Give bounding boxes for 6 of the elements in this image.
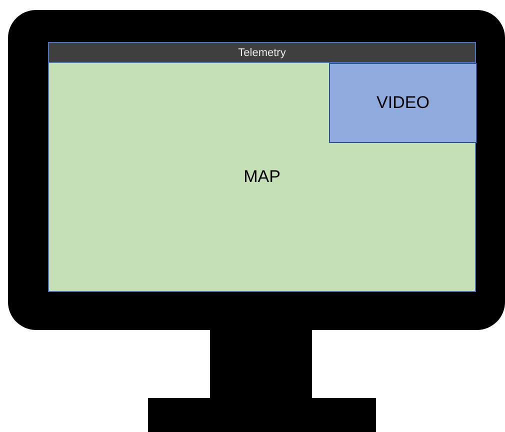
panel-label: MAP (244, 167, 280, 187)
title-bar (48, 42, 476, 63)
panel-label: VIDEO (376, 93, 430, 113)
video-panel (329, 63, 477, 143)
map-panel (48, 62, 476, 292)
panel-label: Telemetry (238, 46, 286, 58)
